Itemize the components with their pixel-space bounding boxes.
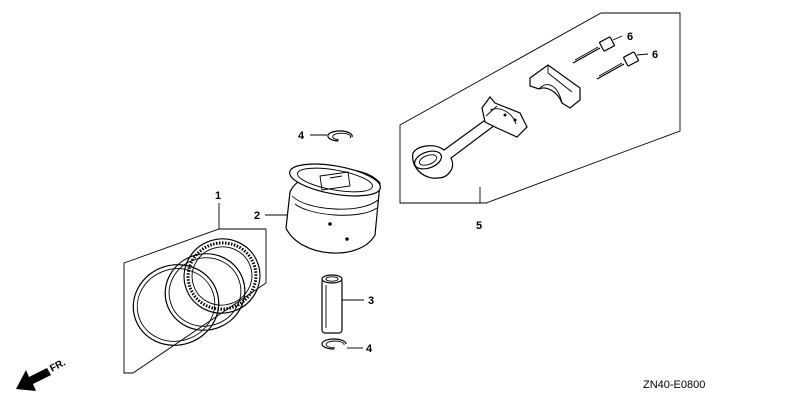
piston: 2 (254, 163, 381, 254)
front-direction-arrow: FR. (16, 357, 68, 391)
callout-clip-bottom: 4 (366, 343, 373, 355)
rod-assembly-bracket (399, 12, 681, 204)
connecting-rod-bolt-bottom: 6 (596, 49, 658, 80)
piston-pin-clip-top: 4 (298, 130, 353, 142)
callout-rings: 1 (215, 190, 221, 202)
drawing-code: ZN40-E0800 (643, 379, 705, 391)
piston-ring-set: 1 (123, 190, 267, 374)
callout-clip-top: 4 (298, 130, 305, 142)
front-direction-label: FR. (48, 357, 68, 374)
callout-pin: 3 (368, 295, 374, 307)
ring-set-bracket (123, 228, 267, 374)
callout-bolt-top: 6 (627, 31, 633, 43)
piston-pin: 3 (321, 274, 374, 334)
connecting-rod-assembly: 5 (399, 12, 681, 232)
callout-piston: 2 (254, 210, 260, 222)
connecting-rod-bolt-top: 6 (572, 31, 633, 64)
piston-pin-clip-bottom: 4 (321, 338, 373, 355)
callout-rod: 5 (476, 220, 482, 232)
callout-bolt-bottom: 6 (652, 49, 658, 61)
